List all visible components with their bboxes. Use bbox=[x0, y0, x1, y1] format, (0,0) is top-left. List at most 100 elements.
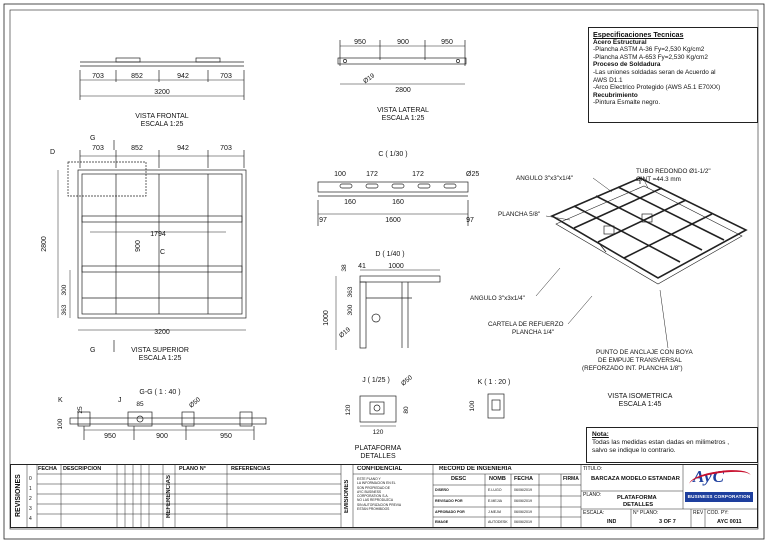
detk-title: K ( 1 : 20 ) bbox=[478, 379, 511, 386]
iso-tubo-1: TUBO REDONDO Ø1-1/2" bbox=[636, 168, 711, 175]
iso-angulo-1: ANGULO 3"x3"x1/4" bbox=[516, 175, 573, 182]
detc-dim-172a: 172 bbox=[366, 171, 378, 178]
superior-dim-1: 703 bbox=[92, 145, 104, 152]
detj-title: J ( 1/25 ) bbox=[362, 377, 390, 384]
nota-box: Nota: Todas las medidas estan dadas en m… bbox=[586, 427, 758, 463]
detalle-gg bbox=[69, 411, 267, 440]
frontal-dim-2: 852 bbox=[131, 73, 143, 80]
tb-confidencial: CONFIDENCIAL bbox=[357, 466, 403, 472]
detd-dim-363: 363 bbox=[347, 286, 354, 297]
superior-detail-d: D bbox=[50, 149, 55, 156]
tb-plano-2: DETALLES bbox=[623, 502, 654, 508]
lateral-dim-1: 950 bbox=[354, 39, 366, 46]
tb-referencias-label: REFERENCIAS bbox=[166, 474, 172, 518]
detd-title: D ( 1/40 ) bbox=[375, 251, 404, 258]
tb-nplano: 3 OF 7 bbox=[659, 519, 676, 525]
tb-escala: IND bbox=[607, 519, 617, 525]
tb-conf-line: ESTE PLANO Y bbox=[357, 477, 381, 481]
detj-dim-120v: 120 bbox=[345, 404, 352, 415]
tb-rec-desc-0: DISEÑO bbox=[435, 488, 449, 492]
title-block-grid bbox=[26, 465, 757, 527]
superior-dim-3: 942 bbox=[177, 145, 189, 152]
vista-superior bbox=[57, 140, 247, 352]
superior-dim-height: 2800 bbox=[41, 236, 48, 252]
detgg-dim-25: 25 bbox=[77, 406, 84, 414]
tb-firma-header: FIRMA bbox=[563, 476, 579, 482]
detd-dia: Ø19 bbox=[338, 326, 352, 340]
tb-rec-desc-1: REVISADO POR bbox=[435, 499, 463, 503]
detc-dim-160b: 160 bbox=[392, 199, 404, 206]
detc-dim-160a: 160 bbox=[344, 199, 356, 206]
superior-dim-2: 852 bbox=[131, 145, 143, 152]
superior-scale: ESCALA 1:25 bbox=[139, 355, 182, 362]
superior-dim-900: 900 bbox=[135, 240, 142, 252]
detalle-d bbox=[335, 269, 441, 350]
specs-box: Especificaciones Tecnicas Acero Estructu… bbox=[588, 27, 758, 123]
tb-cod-label: COD. PY: bbox=[707, 510, 729, 516]
iso-plancha: PLANCHA 5/8" bbox=[498, 211, 540, 218]
iso-cartela-1: CARTELA DE REFUERZO bbox=[488, 321, 564, 328]
detalle-k bbox=[487, 393, 505, 419]
lateral-dim-total: 2800 bbox=[395, 87, 411, 94]
specs-title: Especificaciones Tecnicas bbox=[593, 30, 684, 39]
tb-rec-fecha-0: 06/06/2019 bbox=[514, 488, 532, 492]
tb-conf-line: AYC BUSINESS bbox=[357, 489, 382, 494]
iso-cartela-2: PLANCHA 1/4" bbox=[512, 329, 554, 336]
superior-dim-total: 3200 bbox=[154, 329, 170, 336]
superior-title: VISTA SUPERIOR bbox=[131, 347, 189, 354]
detgg-title: G-G ( 1 : 40 ) bbox=[139, 389, 180, 396]
frontal-dim-4: 703 bbox=[220, 73, 232, 80]
company-logo: AyC BUSINESS CORPORATION bbox=[685, 467, 755, 507]
specs-line-5: -Arco Electrico Protegido (AWS A5.1 E70X… bbox=[593, 84, 721, 92]
detgg-j: J bbox=[118, 397, 122, 404]
tb-rev-row-3: 3 bbox=[29, 506, 32, 512]
detalle-j bbox=[359, 395, 397, 427]
iso-angulo-2: ANGULO 3"x3x1/4" bbox=[470, 295, 525, 302]
detalle-c bbox=[317, 181, 469, 226]
tb-nomb-header: NOMB bbox=[489, 476, 506, 482]
tb-record-title: RECORD DE INGENIERIA bbox=[439, 466, 512, 472]
tb-rec-fecha-1: 06/06/2019 bbox=[514, 499, 532, 503]
plataforma-line1: PLATAFORMA bbox=[355, 445, 402, 452]
tb-rev-row-1: 1 bbox=[29, 486, 32, 492]
detj-dia: Ø50 bbox=[400, 374, 414, 388]
detc-dim-172b: 172 bbox=[412, 171, 424, 178]
iso-scale: ESCALA 1:45 bbox=[619, 401, 662, 408]
iso-leader-lines bbox=[535, 177, 669, 349]
iso-title: VISTA ISOMETRICA bbox=[608, 393, 673, 400]
superior-dim-4: 703 bbox=[220, 145, 232, 152]
nota-line-2: salvo se indique lo contrario. bbox=[592, 447, 676, 454]
detc-dim-1600: 1600 bbox=[385, 217, 401, 224]
nota-line-1: Todas las medidas estan dadas en milimet… bbox=[592, 439, 730, 446]
vista-isometrica bbox=[550, 177, 748, 285]
title-block: REVISIONES FECHA DESCRIPCION 0 1 2 3 4 R… bbox=[10, 464, 758, 528]
tb-conf-line: LA INFORMACION EN EL bbox=[357, 481, 396, 486]
nota-title: Nota: bbox=[592, 431, 609, 438]
lateral-dim-2: 900 bbox=[397, 39, 409, 46]
detgg-dim-85: 85 bbox=[136, 401, 144, 408]
tb-conf-line: SIN AUTORIZACION PREVIA bbox=[357, 502, 402, 507]
detgg-dim-950a: 950 bbox=[104, 433, 116, 440]
tb-rec-nomb-2: J.MEJIA bbox=[488, 510, 502, 514]
detd-dim-1000: 1000 bbox=[388, 263, 404, 270]
tb-titulo-label: TITULO: bbox=[583, 466, 603, 472]
detgg-dia: Ø50 bbox=[188, 396, 202, 410]
lateral-title: VISTA LATERAL bbox=[377, 107, 429, 114]
plataforma-line2: DETALLES bbox=[360, 453, 396, 460]
tb-conf-line: SON PROPIEDAD DE bbox=[357, 485, 390, 490]
logo-mark: AyC bbox=[693, 467, 725, 486]
iso-punto-2: DE EMPUJE TRANSVERSAL bbox=[598, 357, 682, 364]
vista-frontal bbox=[79, 57, 245, 100]
tb-rec-fecha-3: 06/06/2019 bbox=[514, 520, 532, 524]
tb-emisiones-label: EMISIONES bbox=[344, 479, 350, 513]
specs-line-4: AWS D1.1 bbox=[593, 76, 623, 84]
superior-dim-300: 300 bbox=[61, 284, 68, 295]
detd-dim-38: 38 bbox=[341, 264, 348, 272]
detc-dim-100: 100 bbox=[334, 171, 346, 178]
lateral-dia: Ø19 bbox=[362, 72, 376, 85]
logo-subtitle: BUSINESS CORPORATION bbox=[685, 492, 753, 502]
tb-cod: AYC 0011 bbox=[717, 519, 742, 525]
specs-section-2: Proceso de Soldadura bbox=[593, 61, 661, 69]
